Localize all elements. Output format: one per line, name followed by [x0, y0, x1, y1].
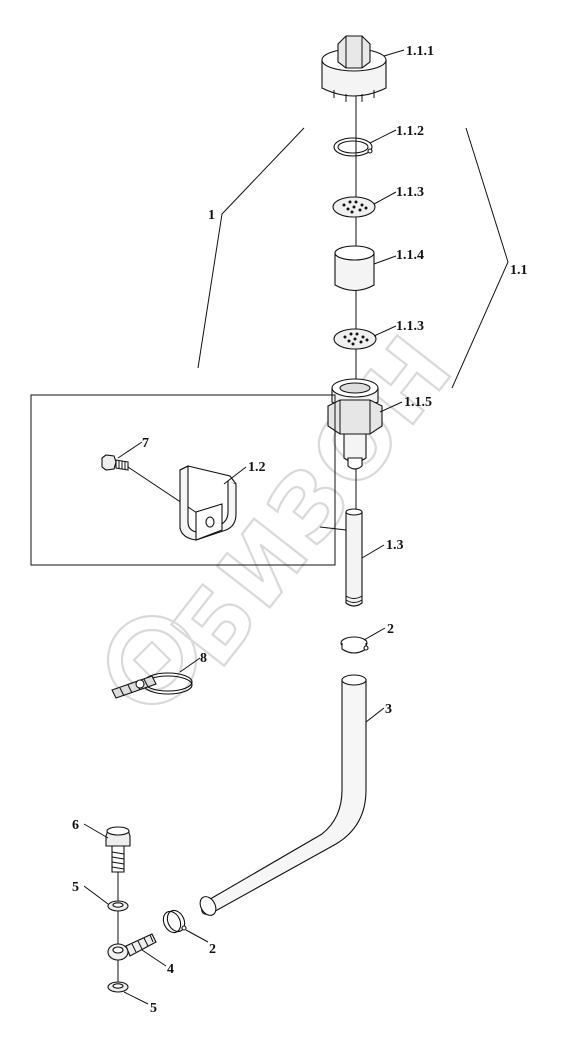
- callout-1-1: 1.1: [510, 263, 528, 278]
- part-filter-cylinder: [334, 245, 375, 292]
- part-hose-clamp-upper: [340, 636, 369, 654]
- callout-6: 6: [72, 818, 79, 833]
- callout-5-lower: 5: [150, 1001, 157, 1016]
- tube-to-bracket-line: [319, 526, 347, 531]
- part-tube: [345, 508, 363, 607]
- part-band-clamp: [111, 672, 193, 699]
- callout-1-2: 1.2: [248, 460, 266, 475]
- callout-2-lower: 2: [209, 942, 216, 957]
- callout-1-1-5: 1.1.5: [404, 395, 432, 410]
- callout-5-upper: 5: [72, 880, 79, 895]
- callout-1-1-2: 1.1.2: [396, 124, 424, 139]
- watermark-text: БИЗОН: [152, 315, 475, 686]
- part-hex-bolt: [105, 826, 131, 873]
- callout-1-1-1: 1.1.1: [406, 44, 434, 59]
- part-mounting-bracket: [179, 465, 237, 541]
- leader-lines: [83, 49, 509, 1005]
- part-curved-hose: [199, 674, 367, 916]
- callout-2-upper: 2: [387, 622, 394, 637]
- part-small-bolt: [101, 454, 129, 471]
- part-filter-housing: [327, 378, 383, 470]
- callout-labels: 1.1.1 1.1.2 1.1.3 1.1.4 1.1.3 1.1.5 1 1.…: [72, 44, 528, 1016]
- callout-1-1-3-bottom: 1.1.3: [396, 319, 424, 334]
- part-washer-upper: [107, 900, 129, 912]
- bolt-alignment-line: [127, 466, 201, 516]
- watermark-logo-icon: [106, 614, 198, 706]
- callout-7: 7: [142, 436, 149, 451]
- callout-1-1-4: 1.1.4: [396, 248, 424, 263]
- callout-8: 8: [200, 651, 207, 666]
- part-hose-clamp-lower: [162, 909, 187, 934]
- callout-1-3: 1.3: [386, 538, 404, 553]
- part-banjo-fitting: [107, 933, 157, 961]
- part-snap-ring: [333, 137, 373, 157]
- part-cap: [321, 35, 387, 102]
- callout-4: 4: [167, 962, 174, 977]
- bracket-detail-frame: [30, 394, 336, 566]
- watermark: БИЗОН: [106, 313, 476, 706]
- callout-3: 3: [385, 702, 392, 717]
- part-screen-disc-bottom: [333, 328, 377, 350]
- part-screen-disc-top: [332, 196, 376, 218]
- callout-1-1-3-top: 1.1.3: [396, 185, 424, 200]
- callout-1: 1: [208, 208, 215, 223]
- part-washer-lower: [107, 981, 129, 993]
